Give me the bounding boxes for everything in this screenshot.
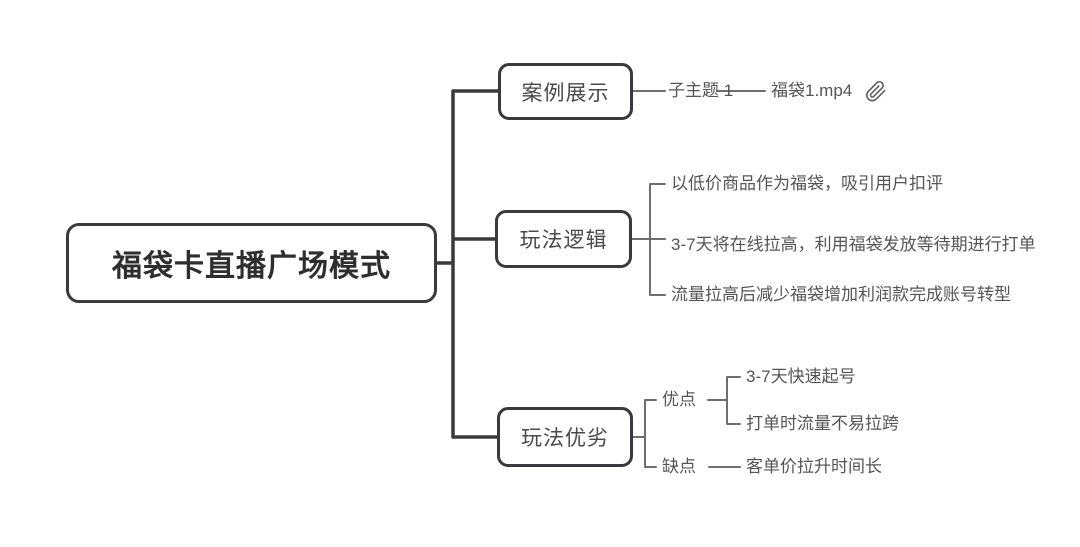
root-topic[interactable]: 福袋卡直播广场模式 (66, 223, 437, 303)
cons-node[interactable]: 缺点 (662, 456, 696, 476)
logic-point-1[interactable]: 以低价商品作为福袋，吸引用户扣评 (671, 173, 943, 193)
subtopic-1[interactable]: 子主题 1 (668, 80, 734, 100)
pros-point-2[interactable]: 打单时流量不易拉跨 (746, 413, 899, 433)
pros-point-1[interactable]: 3-7天快速起号 (746, 366, 856, 386)
pros-node[interactable]: 优点 (662, 389, 696, 409)
topic-pros-cons[interactable]: 玩法优劣 (497, 407, 633, 467)
topic-gameplay-logic-label: 玩法逻辑 (519, 229, 608, 252)
subtopic-links (631, 90, 766, 468)
topic-pros-cons-label: 玩法优劣 (521, 427, 609, 450)
branch-links (435, 89, 500, 439)
paperclip-icon[interactable] (864, 80, 887, 103)
topic-gameplay-logic[interactable]: 玩法逻辑 (495, 210, 632, 268)
logic-point-2[interactable]: 3-7天将在线拉高，利用福袋发放等待期进行打单 (671, 234, 1036, 254)
cons-point-1[interactable]: 客单价拉升时间长 (746, 456, 882, 476)
attachment-fudai1-mp4[interactable]: 福袋1.mp4 (771, 80, 853, 100)
topic-case-display[interactable]: 案例展示 (498, 63, 633, 120)
logic-point-3[interactable]: 流量拉高后减少福袋增加利润款完成账号转型 (671, 284, 1011, 304)
root-topic-label: 福袋卡直播广场模式 (112, 250, 391, 283)
topic-case-display-label: 案例展示 (521, 81, 610, 105)
